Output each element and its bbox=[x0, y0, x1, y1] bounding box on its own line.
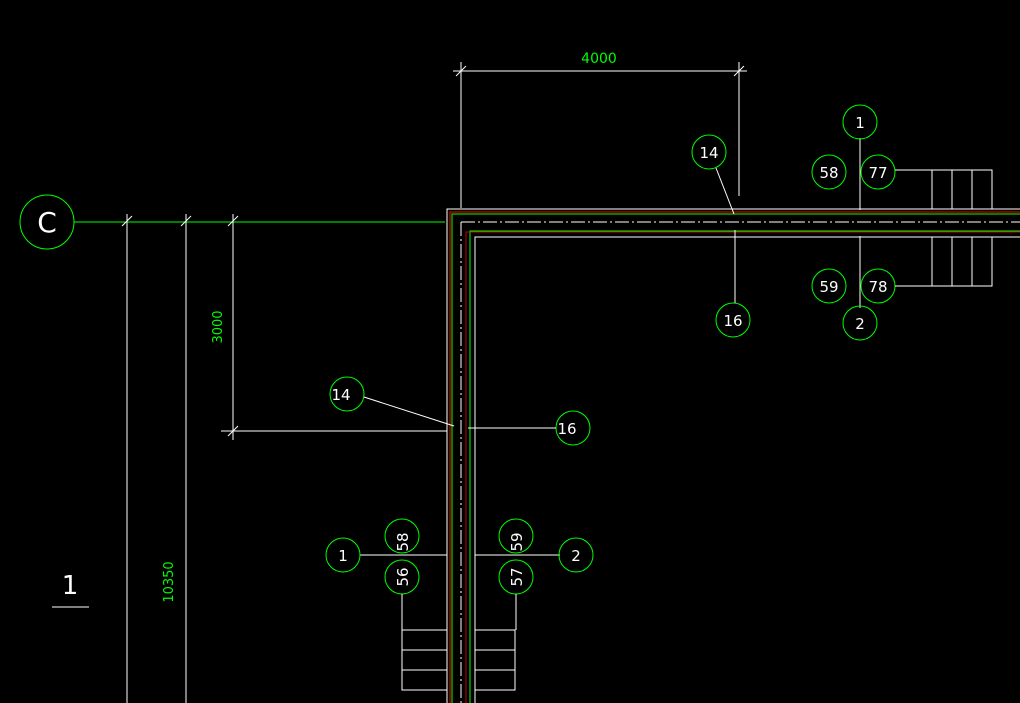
balloon-left-1[interactable]: 1 bbox=[325, 537, 361, 573]
svg-text:56: 56 bbox=[394, 567, 412, 586]
svg-text:14: 14 bbox=[699, 144, 718, 162]
balloon-top-58[interactable]: 58 bbox=[811, 154, 847, 190]
dimension-text-total-height: 10350 bbox=[162, 561, 177, 602]
dimension-total-height[interactable]: 10350 bbox=[121, 214, 192, 703]
svg-text:14: 14 bbox=[331, 386, 350, 404]
svg-text:59: 59 bbox=[819, 278, 838, 296]
rebar-detail-top-lower[interactable] bbox=[931, 236, 993, 287]
svg-text:16: 16 bbox=[557, 420, 576, 438]
balloon-top-14[interactable]: 14 bbox=[691, 134, 727, 170]
balloon-top-77[interactable]: 77 bbox=[860, 154, 896, 190]
svg-text:59: 59 bbox=[508, 532, 526, 551]
svg-text:1: 1 bbox=[338, 547, 348, 565]
balloon-left-59[interactable]: 59 bbox=[498, 518, 534, 554]
balloon-left-56[interactable]: 56 bbox=[384, 559, 420, 595]
dimension-text-top-span: 4000 bbox=[581, 51, 617, 67]
balloon-top-2[interactable]: 2 bbox=[842, 305, 878, 341]
svg-text:2: 2 bbox=[571, 547, 581, 565]
grid-axis-c[interactable]: C bbox=[19, 194, 75, 250]
rebar-detail-bottom-right[interactable] bbox=[474, 629, 516, 691]
rebar-detail-bottom-left[interactable] bbox=[401, 629, 448, 691]
view-label[interactable]: 1 bbox=[52, 571, 89, 608]
balloon-top-1[interactable]: 1 bbox=[842, 104, 878, 140]
balloon-top-16[interactable]: 16 bbox=[715, 302, 751, 338]
svg-text:16: 16 bbox=[723, 312, 742, 330]
svg-text:58: 58 bbox=[819, 164, 838, 182]
svg-text:78: 78 bbox=[868, 278, 887, 296]
grid-axis-label: C bbox=[37, 206, 57, 239]
dimension-top-span[interactable]: 4000 bbox=[453, 51, 747, 208]
balloon-left-57[interactable]: 57 bbox=[498, 559, 534, 595]
svg-text:2: 2 bbox=[855, 315, 865, 333]
view-label-text: 1 bbox=[62, 571, 79, 601]
dimension-text-vertical-offset: 3000 bbox=[211, 310, 226, 343]
svg-text:1: 1 bbox=[855, 114, 865, 132]
balloon-left-16[interactable]: 16 bbox=[555, 410, 591, 446]
balloon-left-58[interactable]: 58 bbox=[384, 518, 420, 554]
leader-top-14 bbox=[715, 167, 735, 215]
svg-text:77: 77 bbox=[868, 164, 887, 182]
balloon-top-59[interactable]: 59 bbox=[811, 268, 847, 304]
svg-text:58: 58 bbox=[394, 532, 412, 551]
svg-text:57: 57 bbox=[508, 567, 526, 586]
balloon-top-78[interactable]: 78 bbox=[860, 268, 896, 304]
leader-left-14 bbox=[363, 396, 455, 427]
balloon-left-14[interactable]: 14 bbox=[329, 376, 365, 412]
rebar-detail-top-upper[interactable] bbox=[931, 169, 993, 210]
beam-outline[interactable] bbox=[446, 208, 1020, 703]
balloon-left-2[interactable]: 2 bbox=[558, 537, 594, 573]
dimension-vertical-offset[interactable]: 3000 bbox=[211, 214, 447, 440]
